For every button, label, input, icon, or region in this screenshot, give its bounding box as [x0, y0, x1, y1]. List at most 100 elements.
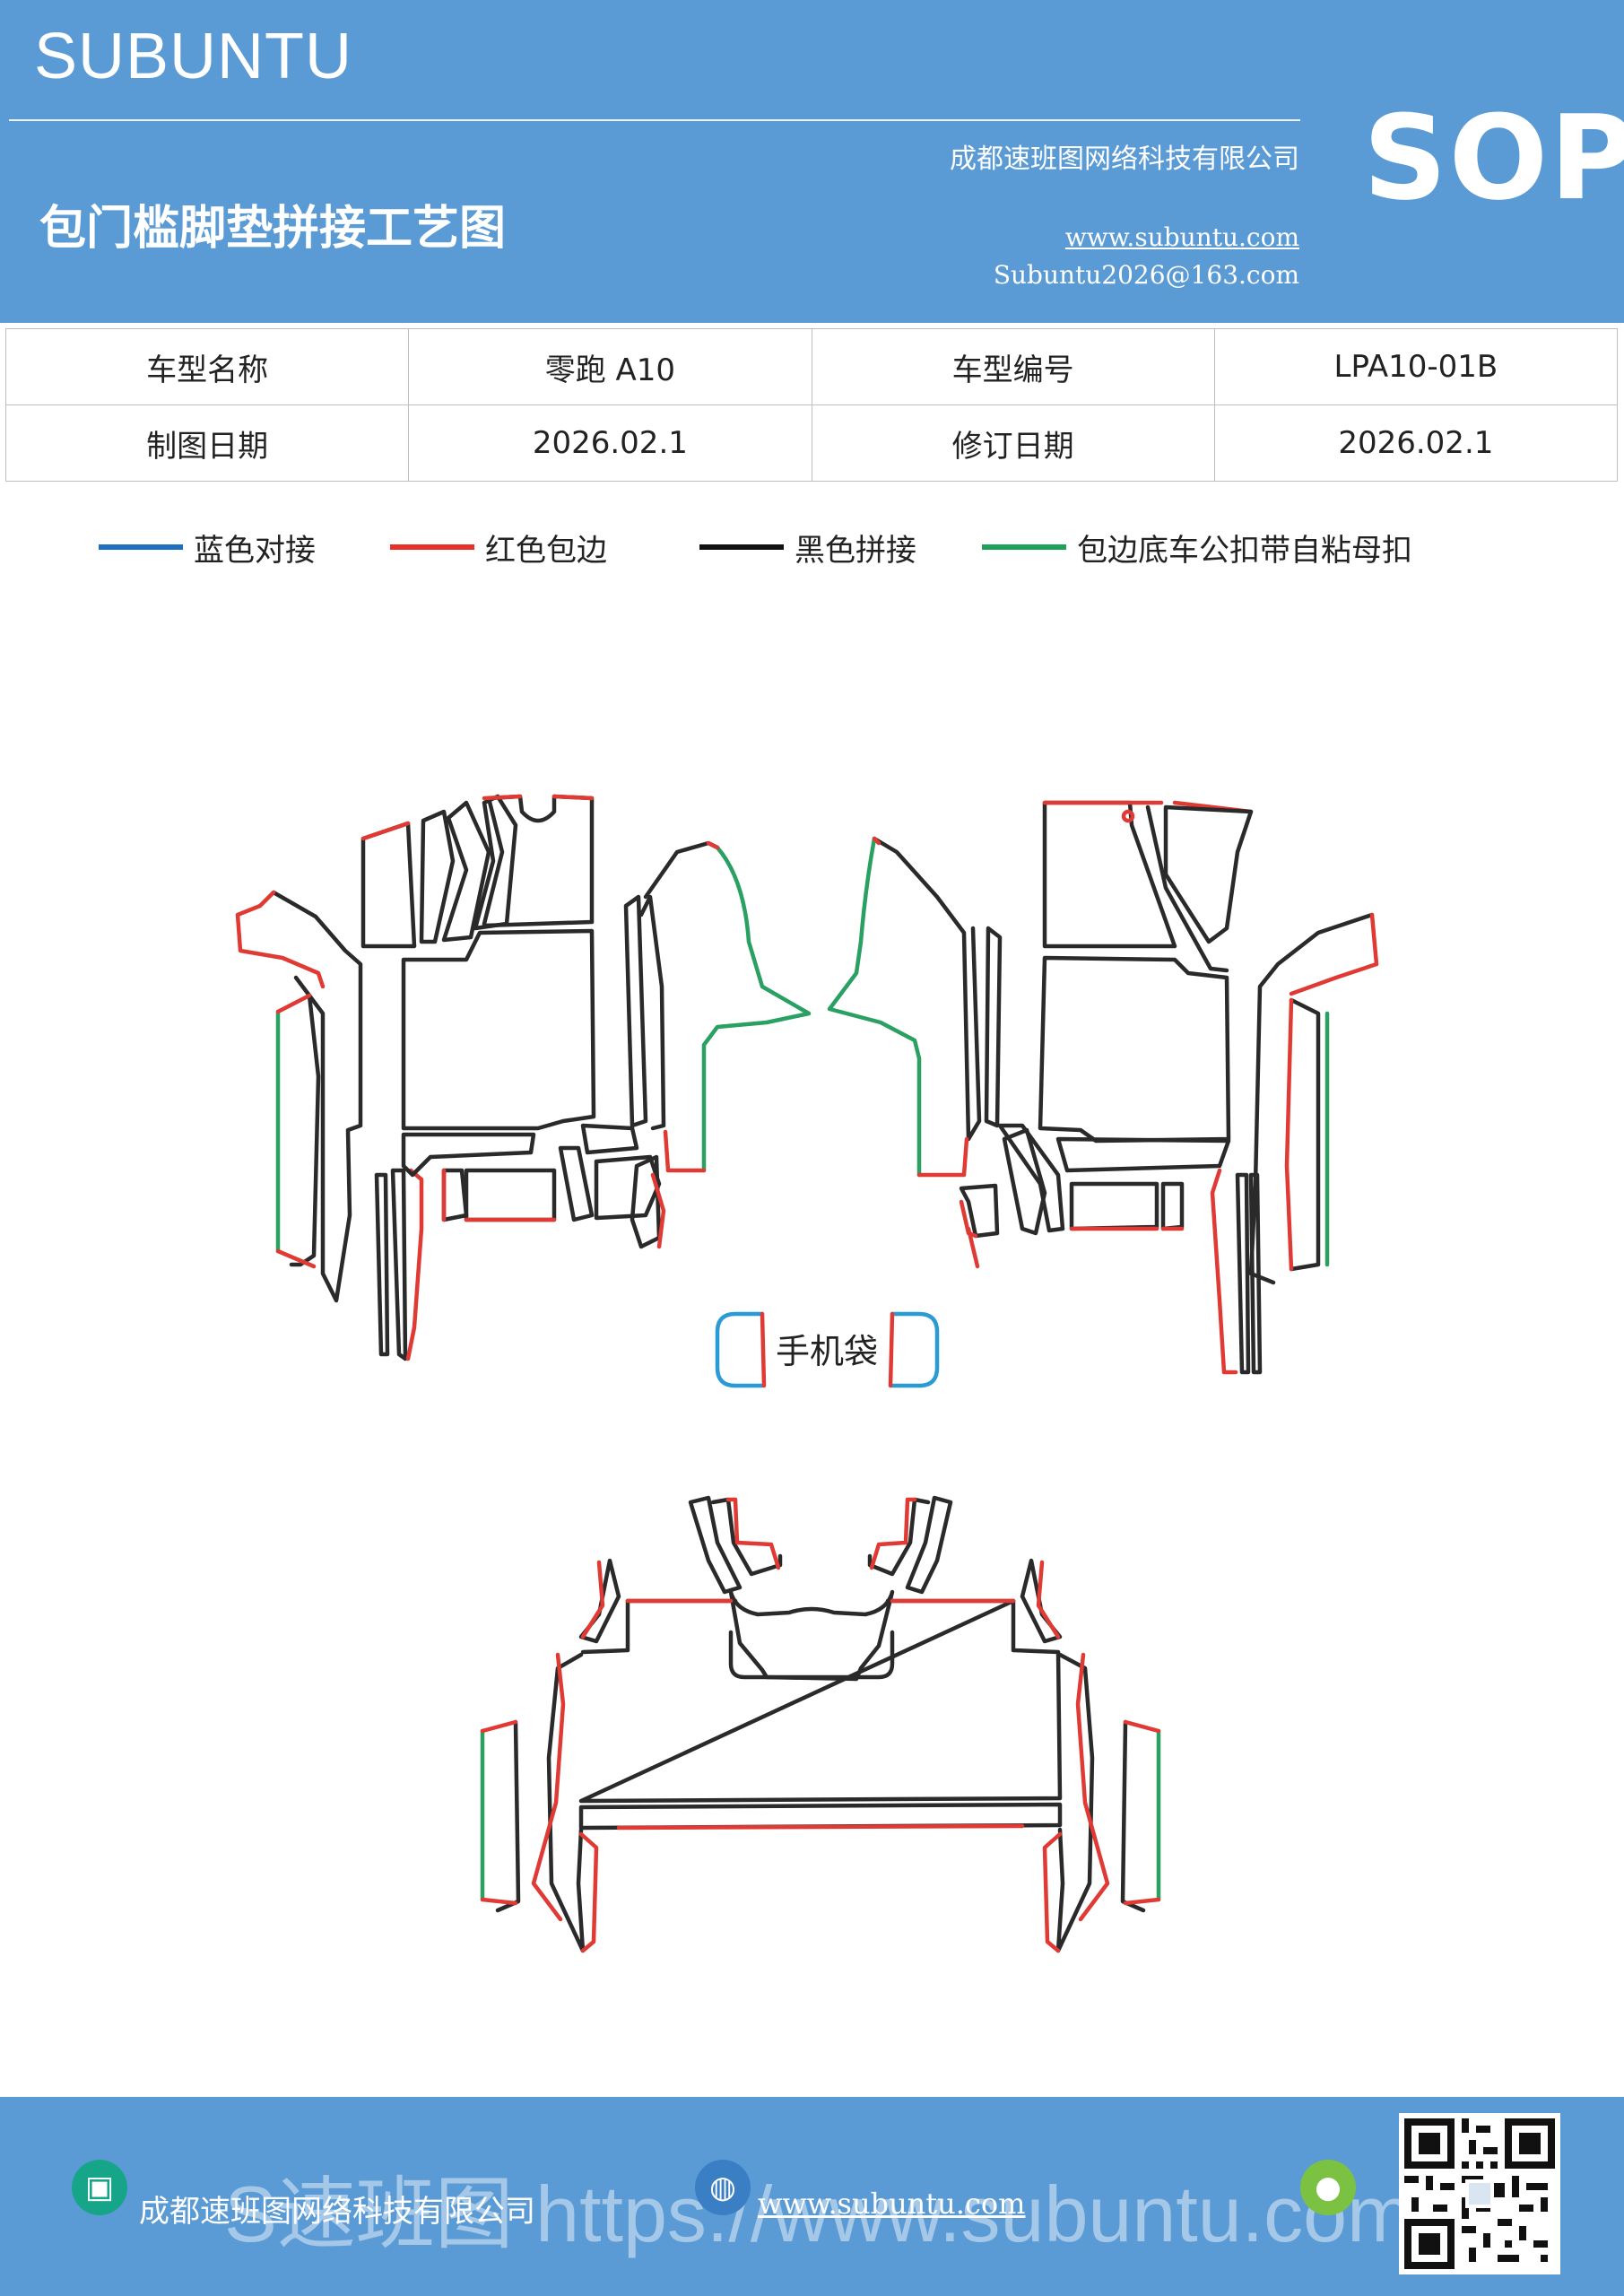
right-rail-1 — [1235, 1172, 1251, 1375]
rear-right-outer-red — [1123, 1719, 1161, 1906]
left-outer-red — [275, 993, 317, 1269]
legend-label: 包边底车公扣带自粘母扣 — [1077, 532, 1412, 569]
left-rail-2 — [390, 1168, 408, 1361]
left-low-piece-1 — [401, 1132, 536, 1178]
model-name-label: 车型名称 — [4, 328, 410, 405]
right-top-piece-3 — [1145, 804, 1229, 973]
revise-date-label: 修订日期 — [811, 404, 1215, 482]
right-top-notch — [1121, 809, 1135, 823]
rear-top-right-red — [869, 1497, 917, 1570]
legend-swatch — [390, 544, 474, 550]
rear-crossbar — [578, 1802, 1063, 1831]
right-low-piece-2 — [1069, 1181, 1159, 1231]
right-outer-strip — [1289, 997, 1321, 1272]
table-row: 制图日期 2026.02.1 修订日期 2026.02.1 — [4, 404, 1619, 482]
right-side-red — [1289, 912, 1379, 996]
header-divider — [9, 119, 1300, 121]
globe-icon: ◍ — [695, 2160, 751, 2215]
phone-bag-right — [890, 1311, 940, 1388]
legend-item-green: 包边底车公扣带自粘母扣 — [982, 525, 1412, 570]
left-inner-rail — [623, 894, 648, 1128]
left-low-piece-6 — [594, 1154, 662, 1221]
left-side-red-top — [235, 890, 326, 989]
legend-label: 黑色拼接 — [795, 532, 916, 569]
left-outer-strip — [289, 993, 321, 1267]
right-low-piece-3 — [1160, 1181, 1185, 1231]
brand-name: SUBUNTU — [34, 21, 353, 92]
right-rail-red — [1210, 1168, 1238, 1375]
right-low-piece-5 — [1002, 1127, 1047, 1236]
left-top-piece-2 — [419, 809, 456, 944]
left-rail-red — [405, 1168, 424, 1361]
right-inner-rail-2 — [966, 926, 982, 1142]
left-inner-rail-2 — [638, 894, 666, 1131]
legend-item-red: 红色包边 — [390, 525, 607, 570]
page-title: 包门槛脚垫拼接工艺图 — [39, 202, 507, 256]
model-name-value: 零跑 A10 — [408, 328, 812, 405]
qr-code-image — [1404, 2118, 1555, 2269]
left-tunnel-green — [701, 845, 812, 1173]
website-link[interactable]: www.subuntu.com — [1064, 222, 1299, 252]
left-low-piece-4 — [558, 1145, 595, 1222]
rear-hump-lower — [625, 1598, 1016, 1680]
legend-label: 蓝色对接 — [194, 532, 316, 569]
table-row: 车型名称 零跑 A10 车型编号 LPA10-01B — [4, 328, 1619, 405]
rear-right-side-red — [1075, 1652, 1110, 1922]
left-front-mat-group — [235, 794, 812, 1361]
rear-left-inner-red — [578, 1831, 599, 1953]
legend: 蓝色对接 红色包边 黑色拼接 包边底车公扣带自粘母扣 — [0, 525, 1624, 578]
phone-bag-left-red — [760, 1311, 767, 1388]
model-code-label: 车型编号 — [811, 328, 1215, 405]
left-top-piece-4 — [473, 794, 518, 931]
rear-top-left-red — [725, 1497, 781, 1570]
right-top-piece-2 — [1163, 804, 1254, 944]
phone-bag-group — [715, 1311, 940, 1388]
right-rail-2 — [1248, 1172, 1263, 1375]
right-tunnel-red — [872, 836, 969, 1178]
legend-label: 红色包边 — [485, 532, 607, 569]
draw-date-value: 2026.02.1 — [408, 404, 812, 482]
rear-right-corner-red — [1036, 1560, 1061, 1639]
rear-top-left-piece-1 — [688, 1495, 743, 1595]
right-outer-red — [1284, 997, 1294, 1272]
rear-right-side — [1055, 1652, 1095, 1953]
rear-left-outer-red — [480, 1719, 518, 1906]
legend-item-black: 黑色拼接 — [699, 525, 916, 570]
rear-main-floor — [578, 1598, 1063, 1804]
right-main-panel — [1038, 955, 1231, 1144]
left-top-piece-3 — [441, 800, 491, 943]
phone-bag-left — [715, 1311, 765, 1388]
right-front-mat-group — [827, 800, 1379, 1375]
rear-left-outer — [495, 1719, 521, 1913]
rear-right-outer — [1120, 1719, 1146, 1913]
left-low-piece-5 — [580, 1123, 639, 1155]
rear-top-right-piece-1 — [905, 1495, 953, 1595]
sop-badge: SOP — [1363, 90, 1624, 226]
right-tunnel-piece — [872, 836, 971, 1142]
legend-item-blue: 蓝色对接 — [99, 525, 316, 570]
rear-left-side-red — [531, 1652, 566, 1922]
left-top-red-edge — [360, 794, 595, 841]
left-main-panel — [401, 928, 596, 1131]
legend-swatch — [99, 544, 183, 550]
info-table: 车型名称 零跑 A10 车型编号 LPA10-01B 制图日期 2026.02.… — [4, 328, 1619, 482]
phone-bag-right-red — [888, 1311, 895, 1388]
model-code-value: LPA10-01B — [1213, 328, 1619, 405]
header-banner: SUBUNTU 包门槛脚垫拼接工艺图 成都速班图网络科技有限公司 www.sub… — [0, 0, 1624, 323]
left-rail-1 — [374, 1172, 390, 1357]
footer-banner: S速班图 https://www.subuntu.com ▣ 成都速班图网络科技… — [0, 2097, 1624, 2296]
footer-watermark: S速班图 https://www.subuntu.com — [224, 2170, 1413, 2258]
right-tunnel-green — [827, 836, 922, 1178]
left-low-red — [441, 1168, 666, 1249]
right-low-red — [959, 1199, 1185, 1269]
wechat-icon: ● — [1300, 2160, 1356, 2215]
email-address: Subuntu2026@163.com — [993, 260, 1299, 290]
company-name: 成都速班图网络科技有限公司 — [950, 144, 1299, 175]
floor-mat-diagram: 手机袋 — [235, 794, 1379, 1953]
footer-website-link[interactable]: www.subuntu.com — [758, 2187, 1026, 2221]
qr-code — [1399, 2113, 1560, 2274]
revise-date-value: 2026.02.1 — [1213, 404, 1619, 482]
left-low-piece-2 — [441, 1168, 469, 1222]
right-low-piece-1 — [1055, 1136, 1231, 1173]
building-icon: ▣ — [72, 2160, 127, 2215]
